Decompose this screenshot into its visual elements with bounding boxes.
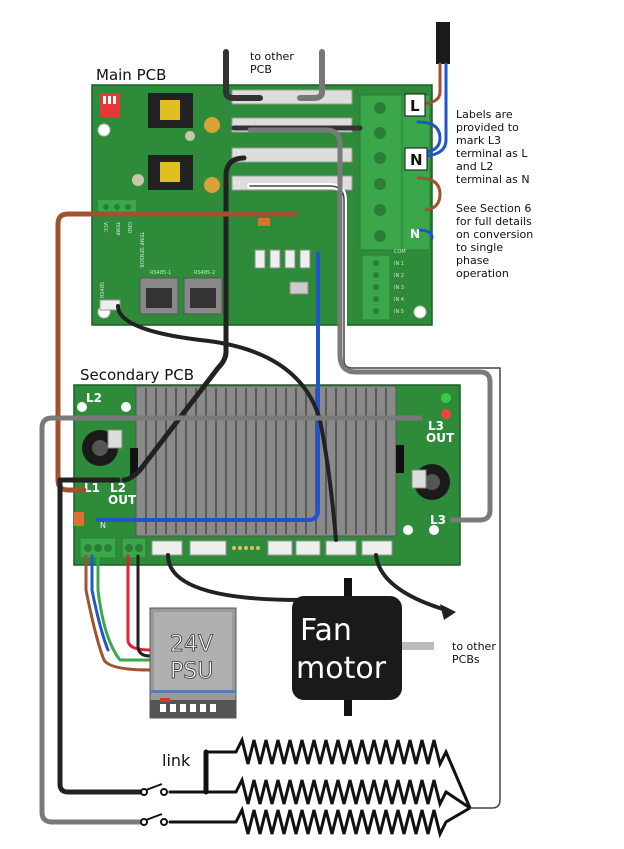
temp-sensor-label: TEMP SENSOR (138, 231, 144, 268)
fan-motor: Fan motor (292, 578, 434, 716)
note-section-1: for full details (456, 215, 532, 228)
wire-blue-n (96, 252, 320, 522)
gnd-label: GND (126, 222, 132, 234)
to-other-pcb-2: PCB (250, 63, 272, 76)
in-pin-3-label: IN 3 (394, 285, 404, 291)
rs485-2-label: RS485-2 (194, 270, 215, 276)
fan-label-fan: Fan (300, 613, 352, 648)
psu-label-psu: PSU (170, 659, 213, 684)
to-other-pcbs-2: PCBs (452, 653, 480, 666)
sec-n-label: N (100, 521, 106, 530)
note-labels-2: mark L3 (456, 134, 501, 147)
terminal-n-lower: N (410, 227, 420, 241)
heating-elements (234, 735, 472, 839)
sec-l3-label: L3 (430, 513, 446, 527)
wire-to-other-pcb-black (223, 49, 263, 101)
wires (39, 22, 503, 825)
wire-rs485-black (116, 304, 338, 542)
note-labels-3: terminal as L (456, 147, 528, 160)
note-section-5: operation (456, 267, 509, 280)
wire-black-bottom (57, 477, 143, 795)
vcc-label: VCC (102, 222, 108, 233)
terminal-n-label: N (410, 151, 423, 169)
to-other-pcb-1: to other (250, 50, 294, 63)
main-l2-label: L2 (233, 148, 242, 158)
in-pin-4-label: IN 4 (394, 297, 404, 303)
sec-l2-out-l2: L2 (110, 481, 126, 495)
note-labels-4: and L2 (456, 160, 493, 173)
in-pin-1-label: IN 1 (394, 261, 404, 267)
in-pin-5-label: IN 5 (394, 309, 404, 315)
terminal-l-label: L (410, 97, 420, 115)
main-l1-label: L1 (233, 180, 242, 190)
secondary-pcb: L2 L1 L2 OUT L3 OUT L3 N (73, 384, 461, 566)
temp-label: TEMP (114, 221, 120, 236)
wire-blue-lower (416, 228, 434, 240)
wire-brown-l1 (55, 211, 299, 493)
sec-l3-out-out: OUT (426, 431, 455, 445)
to-other-pcbs-1: to other (452, 640, 496, 653)
wire-psu-green (96, 554, 152, 662)
note-labels-1: provided to (456, 121, 519, 134)
wire-psu-red (126, 554, 152, 652)
wire-psu-brown (84, 554, 152, 672)
sec-l3-out-l3: L3 (428, 419, 444, 433)
rs485-label: RS485 (100, 282, 106, 298)
main-pcb: VCC TEMP GND TEMP SENSOR RS485-1 RS485-2… (91, 84, 433, 326)
main-n-label: N (256, 261, 262, 270)
psu-label-24v: 24V (170, 632, 213, 657)
sec-l2-out-out: OUT (108, 493, 137, 507)
note-labels-0: Labels are (456, 108, 513, 121)
wire-to-other-pcb-grey (297, 49, 325, 101)
terminal-n-box (404, 147, 428, 171)
fan-label-motor: motor (296, 651, 387, 686)
note-section-4: phase (456, 254, 489, 267)
rs485-1-label: RS485-1 (150, 270, 171, 276)
note-section-2: on conversion (456, 228, 533, 241)
note-section-0: See Section 6 (456, 202, 531, 215)
led-dots (232, 546, 260, 550)
in-pin-2-label: IN 2 (394, 273, 404, 279)
wire-psu-blue (90, 554, 110, 652)
sec-l1-label: L1 (84, 481, 100, 495)
switches (140, 783, 168, 826)
note-section-3: to single (456, 241, 503, 254)
sec-l2-label: L2 (86, 391, 102, 405)
wire-brown-loop (416, 176, 442, 212)
wire-blue-N (424, 62, 448, 158)
arrow-to-other-pcbs (440, 604, 456, 620)
heatsink-fins (145, 388, 387, 534)
mains-cable (436, 22, 450, 64)
wire-grey-bottom (39, 415, 423, 825)
com-label: COM (394, 249, 406, 255)
secondary-pcb-title: Secondary PCB (80, 366, 194, 384)
wire-black-l2-out (121, 155, 247, 483)
wire-psu-black (136, 554, 152, 658)
wire-grey-l3 (247, 127, 493, 523)
psu: 24V PSU (149, 607, 237, 719)
wire-fan (166, 553, 302, 602)
note-labels-5: terminal as N (456, 173, 530, 186)
wire-to-other-pcbs (374, 553, 448, 612)
main-pcb-title: Main PCB (96, 66, 166, 84)
terminal-l-box (404, 93, 426, 117)
wire-blue-loop (416, 120, 442, 154)
link-label: link (162, 751, 191, 770)
